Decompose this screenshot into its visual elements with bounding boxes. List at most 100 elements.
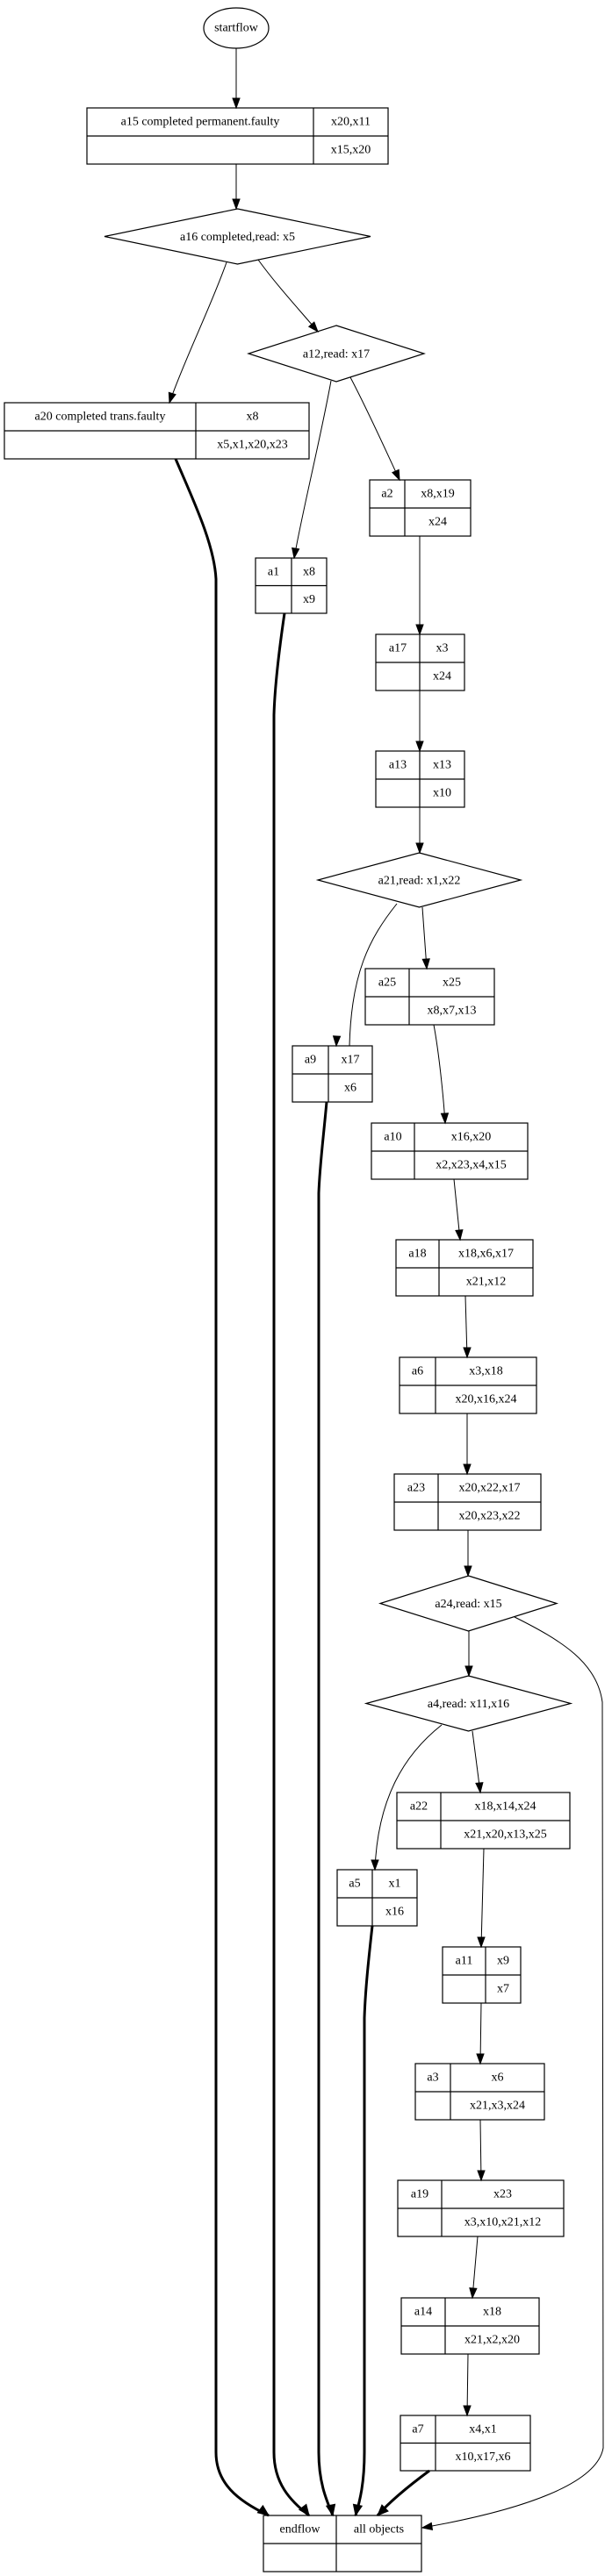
edge-a20-to-endflow — [174, 458, 270, 2517]
activity-node-a7[interactable]: a7 x4,x1 x10,x17,x6 — [400, 2415, 531, 2472]
read-set: x18,x6,x17 — [458, 1248, 514, 1261]
edge-a10-to-a18 — [453, 1178, 464, 1241]
arrowhead-icon — [476, 2053, 485, 2065]
write-set: x10 — [433, 787, 451, 800]
decision-node-a24[interactable]: a24,read: x15 — [378, 1575, 559, 1632]
edge-a12-to-a1 — [292, 380, 332, 560]
activity-name: a22 — [410, 1800, 428, 1814]
arrowhead-icon — [421, 958, 430, 970]
edge-line — [464, 1295, 468, 1358]
decision-diamond — [104, 208, 371, 265]
activity-node-a20[interactable]: a20 completed trans.faulty x8 x5,x1,x20,x2… — [4, 402, 310, 460]
activity-name: a20 completed trans.faulty — [35, 411, 166, 424]
read-set: x4,x1 — [469, 2422, 497, 2436]
read-set: x18,x14,x24 — [475, 1800, 536, 1814]
arrowhead-icon — [455, 1229, 464, 1241]
read-set: x13 — [433, 759, 451, 772]
write-set: x21,x12 — [466, 1276, 507, 1289]
arrowhead-icon — [475, 1782, 484, 1794]
arrowhead-icon — [377, 2504, 389, 2516]
start-node[interactable]: startflow — [203, 7, 270, 49]
decision-label: a21,read: x1,x22 — [378, 875, 461, 888]
arrowhead-icon — [421, 2522, 434, 2530]
activity-name: a25 — [378, 977, 396, 990]
decision-node-a21[interactable]: a21,read: x1,x22 — [315, 852, 523, 908]
edge-a13-to-a21 — [415, 807, 424, 855]
arrowhead-icon — [352, 2503, 364, 2517]
edge-line — [349, 376, 400, 481]
activity-node-a9[interactable]: a9 x17 x6 — [292, 1045, 373, 1103]
read-set: x18 — [483, 2306, 501, 2319]
arrowhead-icon — [325, 2503, 336, 2517]
edge-line — [257, 259, 319, 333]
edge-a3-to-a19 — [477, 2119, 486, 2182]
edge-a19-to-a14 — [469, 2236, 479, 2300]
write-set: x24 — [428, 516, 447, 529]
activity-name: a11 — [456, 1955, 473, 1968]
decision-node-a12[interactable]: a12,read: x17 — [247, 325, 426, 383]
activity-name: a9 — [305, 1054, 316, 1067]
activity-name: a3 — [427, 2072, 438, 2085]
edge-a24-to-a4 — [464, 1631, 473, 1678]
start-label: startflow — [214, 22, 259, 35]
arrowhead-icon — [292, 547, 300, 560]
edge-line — [174, 458, 270, 2517]
edge-line — [272, 612, 310, 2517]
write-set: x10,x17,x6 — [456, 2451, 511, 2464]
edge-a21-to-a9 — [332, 903, 398, 1048]
write-set: x6 — [344, 1082, 356, 1095]
decision-node-a16[interactable]: a16 completed,read: x5 — [104, 208, 371, 265]
edge-line — [480, 1848, 485, 1948]
read-set: x8 — [247, 411, 259, 424]
edge-line — [374, 1724, 443, 1871]
arrowhead-icon — [415, 842, 424, 855]
activity-node-a13[interactable]: a13 x13 x10 — [375, 750, 465, 808]
edge-a5-to-endflow — [352, 1925, 374, 2517]
edge-a11-to-a3 — [476, 2002, 485, 2065]
edge-a7-to-endflow — [376, 2469, 430, 2516]
arrowhead-icon — [415, 741, 424, 753]
arrowhead-icon — [168, 391, 176, 404]
edge-line — [421, 1616, 604, 2529]
write-set: x7 — [497, 1983, 509, 1996]
edge-a9-to-endflow — [317, 1101, 336, 2517]
edge-a4-to-a22 — [472, 1730, 484, 1794]
activity-name: a19 — [411, 2188, 428, 2201]
edge-a16-to-a20 — [168, 261, 227, 404]
activity-name: a6 — [412, 1365, 423, 1378]
arrowhead-icon — [256, 2504, 270, 2516]
arrowhead-icon — [371, 1859, 379, 1871]
arrowhead-icon — [307, 321, 319, 333]
arrowhead-icon — [464, 1565, 472, 1578]
edge-line — [317, 1101, 335, 2516]
activity-name: a7 — [412, 2422, 423, 2436]
decision-node-a4[interactable]: a4,read: x11,x16 — [364, 1675, 573, 1732]
activity-name: a10 — [384, 1131, 401, 1144]
read-set: x17 — [342, 1054, 360, 1067]
activity-name: a13 — [389, 759, 407, 772]
decision-label: a12,read: x17 — [303, 348, 370, 361]
write-set: x20,x23,x22 — [459, 1510, 521, 1523]
decision-diamond — [247, 325, 426, 383]
arrowhead-icon — [469, 2287, 478, 2300]
write-set: x5,x1,x20,x23 — [217, 439, 288, 452]
read-set: x3,x18 — [469, 1365, 503, 1378]
edge-a15-to-a16 — [232, 164, 241, 211]
